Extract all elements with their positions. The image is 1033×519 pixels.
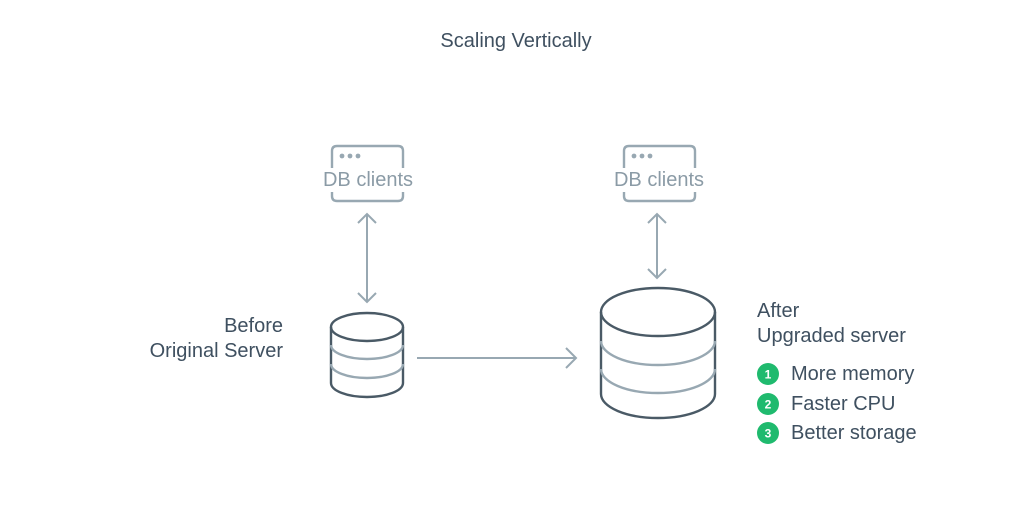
database-icon-small (329, 311, 405, 399)
upgrade-arrow (417, 347, 578, 369)
number-badge-text: 3 (765, 427, 772, 441)
upgraded-server-label: Upgraded server (757, 325, 906, 347)
diagram-title: Scaling Vertically (440, 30, 591, 52)
number-badge-text: 1 (765, 368, 772, 382)
label-mask (609, 168, 711, 192)
original-server-label: Original Server (150, 340, 284, 362)
number-badge (757, 363, 779, 385)
before-label: Before (224, 315, 283, 337)
feature-item: 3 Better storage (757, 422, 917, 444)
feature-label: Faster CPU (791, 393, 895, 415)
window-dot (347, 153, 353, 159)
database-icon-large (599, 286, 717, 420)
db-clients-label: DB clients (323, 169, 413, 191)
db-clients-label: DB clients (614, 169, 704, 191)
feature-item: 1 More memory (757, 363, 914, 385)
window-dot (339, 153, 345, 159)
number-badge (757, 422, 779, 444)
window-dot (631, 153, 637, 159)
left-double-arrow (357, 212, 377, 304)
after-label: After (757, 300, 800, 322)
window-dot (647, 153, 653, 159)
label-mask (318, 168, 418, 192)
client-window-icon (622, 144, 697, 203)
window-dot (639, 153, 645, 159)
feature-item: 2 Faster CPU (757, 393, 895, 415)
feature-label: More memory (791, 363, 914, 385)
db-clients-left: DB clients (318, 144, 418, 203)
db-clients-right: DB clients (609, 144, 711, 203)
right-double-arrow (647, 212, 667, 280)
feature-label: Better storage (791, 422, 917, 444)
window-dot (355, 153, 361, 159)
number-badge (757, 393, 779, 415)
number-badge-text: 2 (765, 398, 772, 412)
client-window-icon (330, 144, 405, 203)
